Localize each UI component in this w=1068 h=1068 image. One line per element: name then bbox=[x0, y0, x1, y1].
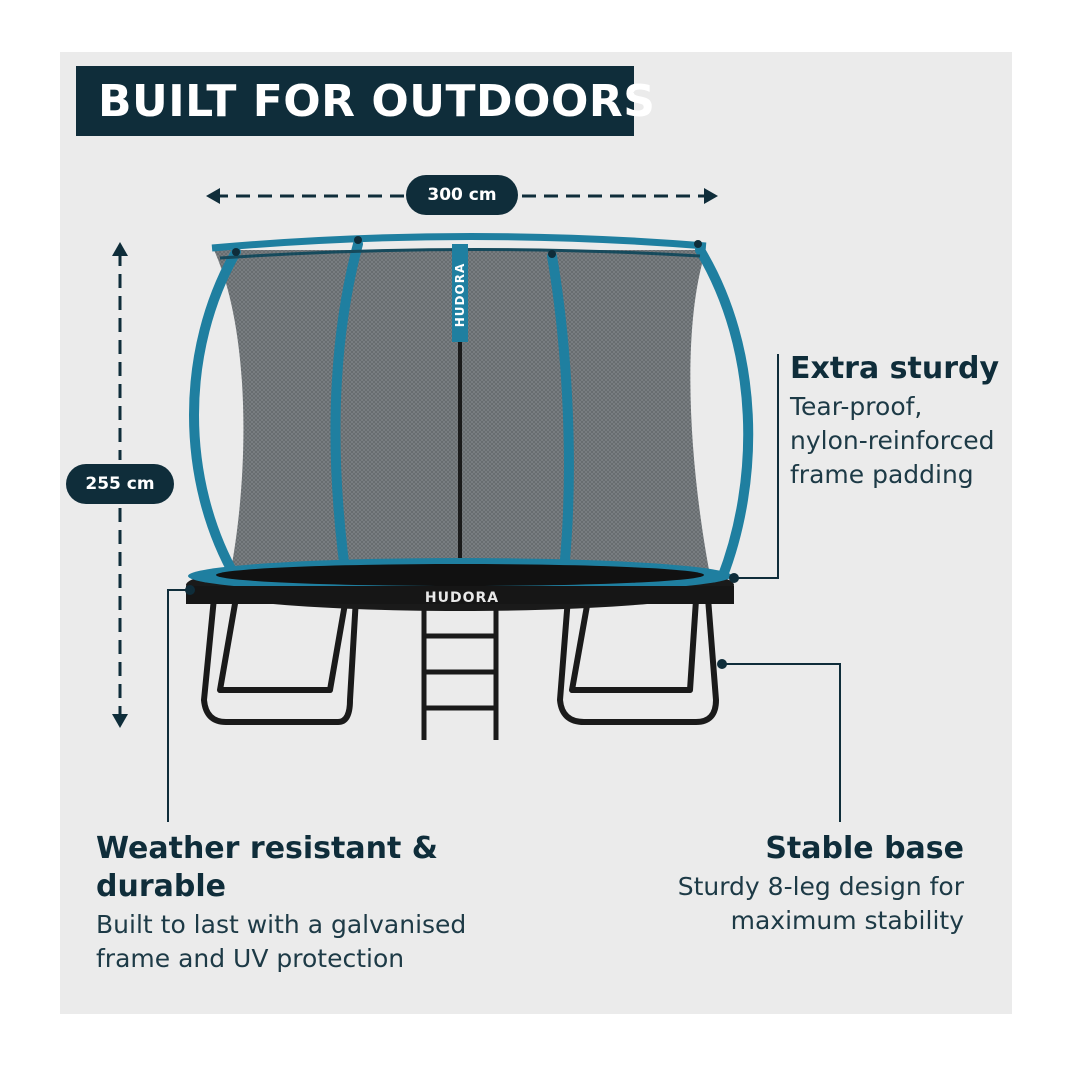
trampoline-legs bbox=[201, 597, 719, 725]
feature-weather-desc-2: frame and UV protection bbox=[96, 944, 405, 973]
height-dimension-arrow bbox=[112, 242, 128, 728]
frame-brand-label: HUDORA bbox=[425, 590, 499, 606]
feature-sturdy-desc-3: frame padding bbox=[790, 460, 974, 489]
feature-sturdy-desc-2: nylon-reinforced bbox=[790, 426, 995, 455]
jump-mat bbox=[216, 564, 704, 586]
feature-stable-desc-2: maximum stability bbox=[730, 906, 964, 935]
net-brand-label: HUDORA bbox=[453, 263, 467, 327]
page-title: BUILT FOR OUTDOORS bbox=[76, 66, 655, 136]
width-dimension-arrow bbox=[206, 188, 718, 204]
callout-lines bbox=[167, 354, 841, 822]
feature-stable-desc-1: Sturdy 8-leg design for bbox=[677, 872, 964, 901]
feature-stable-title: Stable base bbox=[765, 831, 964, 866]
height-label: 255 cm bbox=[66, 464, 174, 504]
enclosure-poles bbox=[189, 239, 754, 597]
feature-weather-title-1: Weather resistant & bbox=[96, 831, 438, 866]
feature-sturdy-desc-1: Tear-proof, bbox=[790, 392, 923, 421]
feature-weather-title-2: durable bbox=[96, 869, 226, 904]
width-label: 300 cm bbox=[406, 175, 518, 215]
feature-weather-desc-1: Built to last with a galvanised bbox=[96, 910, 467, 939]
feature-sturdy-title: Extra sturdy bbox=[790, 351, 1000, 386]
ladder bbox=[421, 600, 499, 740]
top-ring bbox=[211, 232, 707, 252]
